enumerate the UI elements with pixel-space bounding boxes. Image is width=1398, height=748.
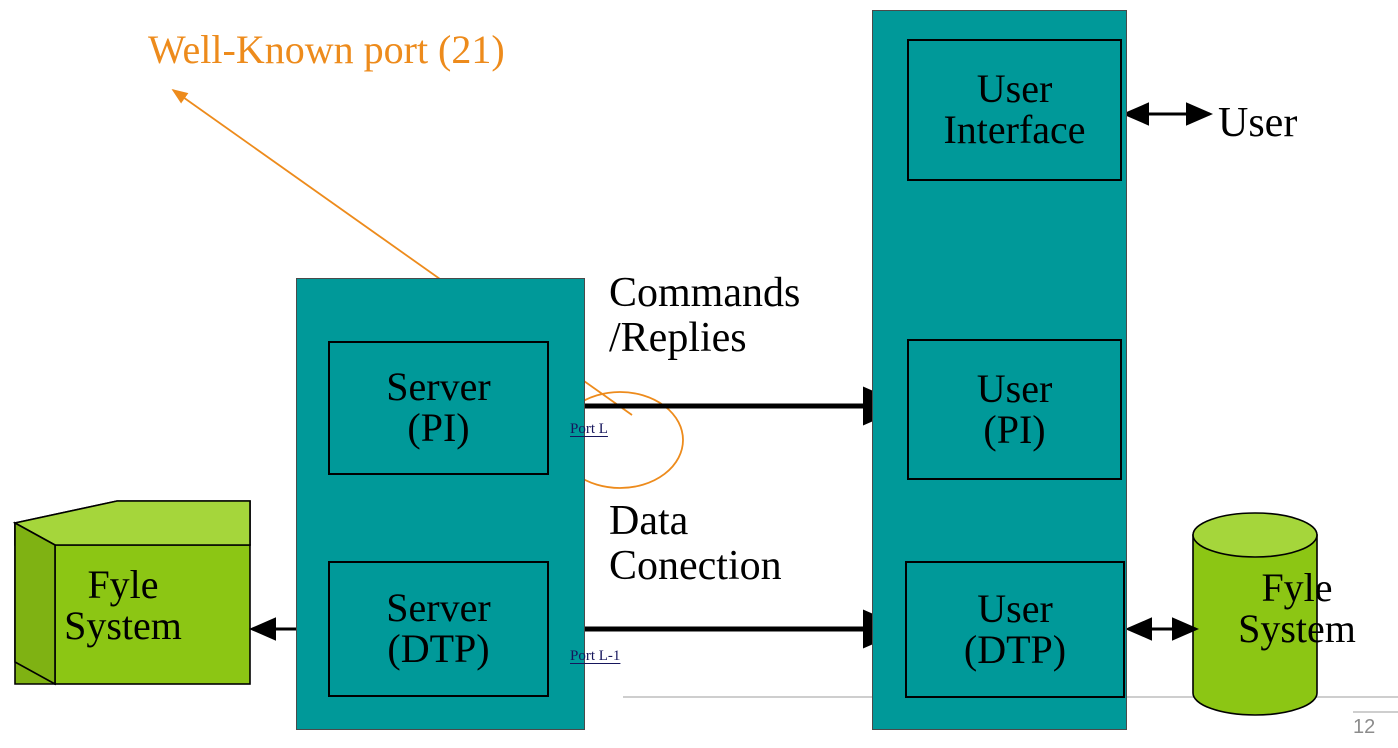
page-number: 12 (1353, 716, 1376, 738)
module-server-dtp-line2: (DTP) (387, 626, 490, 671)
port-l-1-label: Port L-1 (570, 648, 621, 664)
port-l-label: Port L (570, 421, 608, 437)
module-user-pi-line1: User (976, 365, 1053, 411)
module-server-pi-line1: Server (386, 364, 491, 410)
module-server-dtp[interactable]: Server (DTP) (328, 561, 549, 697)
module-user-pi[interactable]: User (PI) (907, 339, 1122, 480)
left-fyle-system-line1: Fyle (87, 562, 159, 607)
data-connection-line1: Data (609, 498, 689, 544)
right-fyle-system-line2: System (1238, 605, 1356, 651)
module-user-interface-line1: User (976, 66, 1053, 112)
module-user-dtp-line1: User (977, 585, 1053, 631)
commands-replies-line1: Commands (609, 270, 801, 316)
user-actor-label: User (1218, 100, 1298, 146)
right-fyle-system-line1: Fyle (1261, 565, 1333, 610)
module-user-interface-line2: Interface (943, 107, 1086, 152)
module-server-dtp-line1: Server (386, 585, 491, 631)
commands-replies-label: Commands /Replies (609, 271, 800, 360)
well-known-port-label: Well-Known port (21) (148, 27, 505, 72)
module-server-pi-line2: (PI) (407, 405, 470, 450)
module-user-dtp[interactable]: User (DTP) (905, 561, 1125, 698)
data-connection-line2: Conection (609, 542, 782, 589)
module-user-pi-line2: (PI) (983, 406, 1046, 452)
module-user-interface[interactable]: User Interface (907, 39, 1122, 181)
module-user-dtp-line2: (DTP) (963, 626, 1067, 672)
module-server-pi[interactable]: Server (PI) (328, 341, 549, 475)
left-fyle-system-line2: System (64, 602, 182, 648)
right-fyle-system-label: Fyle System (1222, 565, 1372, 651)
data-connection-label: Data Conection (609, 499, 782, 588)
left-fyle-system-label: Fyle System (28, 562, 218, 648)
commands-replies-line2: /Replies (609, 314, 747, 361)
left-fyle-system-cube (12, 500, 251, 686)
right-fyle-system-cylinder (1192, 512, 1318, 716)
